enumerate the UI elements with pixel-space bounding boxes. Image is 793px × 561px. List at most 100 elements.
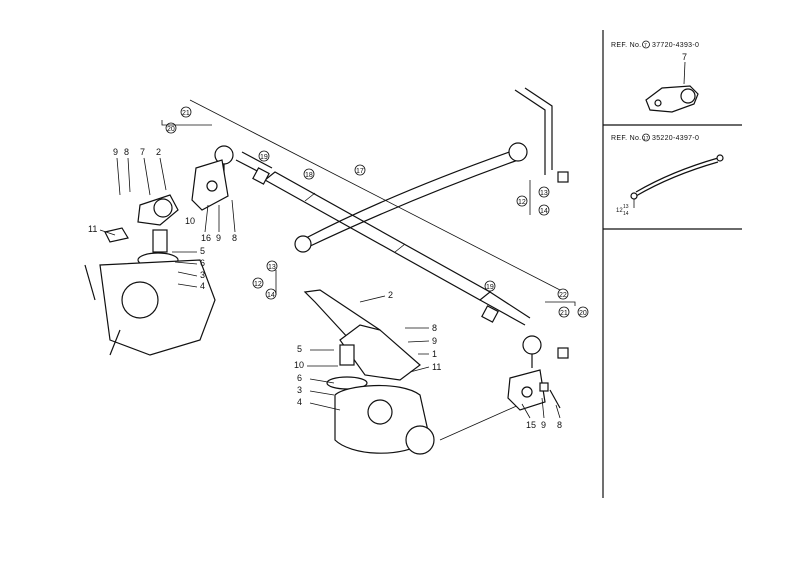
callout-uc-9: 9 (216, 233, 221, 243)
inset-top-leader (683, 61, 686, 85)
leader-center-2 (359, 295, 386, 303)
inset-mid-callout-14: 14 (623, 211, 629, 217)
callout-ur-12: 12 (518, 199, 526, 206)
callout-circle-19-a (258, 150, 270, 162)
callout-circle-22-lr (557, 288, 569, 300)
bolt-right (549, 389, 561, 409)
leaders-center-right (405, 327, 430, 373)
inset-top-ref-circle (642, 40, 650, 49)
callout-circle-18 (303, 168, 315, 180)
bracket-line-left (161, 120, 212, 126)
drag-link-end-right (508, 142, 528, 162)
callout-left-10: 10 (185, 216, 195, 226)
drag-link-end-left (294, 235, 312, 253)
leader-lower-center (439, 399, 531, 441)
callout-uc-8: 8 (232, 233, 237, 243)
callout-circle-12-ur (516, 195, 528, 207)
inset-mid-ref-label: REF. No. (611, 135, 641, 142)
knuckle-arm-left-hole (206, 180, 218, 192)
tie-rod-tube (263, 171, 492, 301)
callout-left-2: 2 (156, 147, 161, 157)
callout-lr-8: 8 (557, 420, 562, 430)
callout-lr-22: 22 (559, 292, 567, 299)
inset-top-part-number: 37720-4393-0 (652, 42, 699, 49)
callout-circle-12-c (252, 277, 264, 289)
reference-panel (602, 30, 742, 498)
callout-left-6: 6 (200, 258, 205, 268)
gear-sector (367, 399, 393, 425)
callout-left-8: 8 (124, 147, 129, 157)
tie-rod-thread-right (479, 291, 531, 326)
callout-left-9: 9 (113, 147, 118, 157)
bracket-boss (680, 88, 696, 104)
callout-lr-19: 19 (486, 284, 494, 291)
callout-uc-16: 16 (201, 233, 211, 243)
callout-c-6: 6 (297, 373, 302, 383)
callout-circle-19-lr (484, 280, 496, 292)
inset-drag-link: REF. No. 17 35220-4397-0 12 13 14 (611, 133, 724, 217)
drag-link-lower (305, 159, 519, 249)
lock-nut-right (481, 305, 499, 323)
callout-left-4: 4 (200, 281, 205, 291)
callout-uc-21: 21 (182, 110, 190, 117)
left-gear-housing (99, 259, 216, 356)
callout-uc-17: 17 (356, 168, 364, 175)
pitman-shaft (339, 344, 355, 366)
callout-circle-20-a (165, 122, 177, 134)
tie-rod-break-2 (394, 243, 406, 253)
gear-input-shaft (405, 425, 435, 455)
steering-gear-center (303, 289, 531, 455)
left-bracket-boss (153, 198, 173, 218)
tie-rod-end-right (522, 335, 542, 355)
knuckle-arm-right-group (507, 347, 569, 411)
callout-c-2: 2 (388, 290, 393, 300)
inset-mid-callout-12: 12 (616, 208, 623, 214)
callout-c-1: 1 (432, 349, 437, 359)
callout-circle-21-a (180, 106, 192, 118)
callout-lr-9: 9 (541, 420, 546, 430)
callout-c-3: 3 (297, 385, 302, 395)
callout-circle-13-c (266, 260, 278, 272)
drag-link-rod (635, 157, 719, 193)
callout-circle-13-ur (538, 186, 550, 198)
tie-rod-break-1 (304, 192, 316, 202)
callout-c-5: 5 (297, 344, 302, 354)
callout-uc-19: 19 (260, 154, 268, 161)
castle-nut-top-right (557, 171, 569, 183)
inset-bracket: REF. No. 7 37720-4393-0 7 (611, 40, 699, 113)
inset-mid-part-number: 35220-4397-0 (652, 135, 699, 142)
callout-left-5: 5 (200, 246, 205, 256)
callout-c-4: 4 (297, 397, 302, 407)
callouts-left: 9 8 7 2 10 11 5 6 3 4 (88, 147, 205, 291)
inset-top-ref-circle-num: 7 (644, 43, 647, 49)
castle-nut-right (557, 347, 569, 359)
inset-mid-ref-circle-num: 17 (643, 136, 649, 142)
bracket-line-right (545, 301, 576, 306)
drag-link-rod-edge (635, 161, 719, 197)
callout-uc-20: 20 (167, 126, 175, 133)
left-shaft (152, 229, 168, 253)
leaders-center-left (307, 349, 341, 411)
frame-bracket (514, 87, 553, 175)
bracket-hole (654, 99, 662, 107)
inset-mid-ref-circle (642, 133, 650, 142)
drag-link-end-right (716, 154, 724, 162)
callout-c-12: 12 (254, 281, 262, 288)
callout-circle-17 (354, 164, 366, 176)
leaders-left-side (99, 229, 198, 288)
callout-c-13: 13 (268, 264, 276, 271)
callout-c-14: 14 (267, 292, 275, 299)
callouts-upper-center: 21 20 19 16 9 8 18 17 (165, 106, 366, 243)
leaders-upper-center (204, 199, 236, 233)
lock-nut-left (252, 167, 270, 185)
callout-ur-14: 14 (540, 208, 548, 215)
steering-gear-left (84, 159, 229, 356)
inset-top-callout: 7 (682, 52, 687, 62)
callout-circle-21-lr (558, 306, 570, 318)
callout-c-10: 10 (294, 360, 304, 370)
callouts-upper-right: 13 14 12 (516, 186, 550, 216)
drag-link-upper (305, 149, 516, 239)
callout-ur-13: 13 (540, 190, 548, 197)
callout-circle-14-c (265, 288, 277, 300)
